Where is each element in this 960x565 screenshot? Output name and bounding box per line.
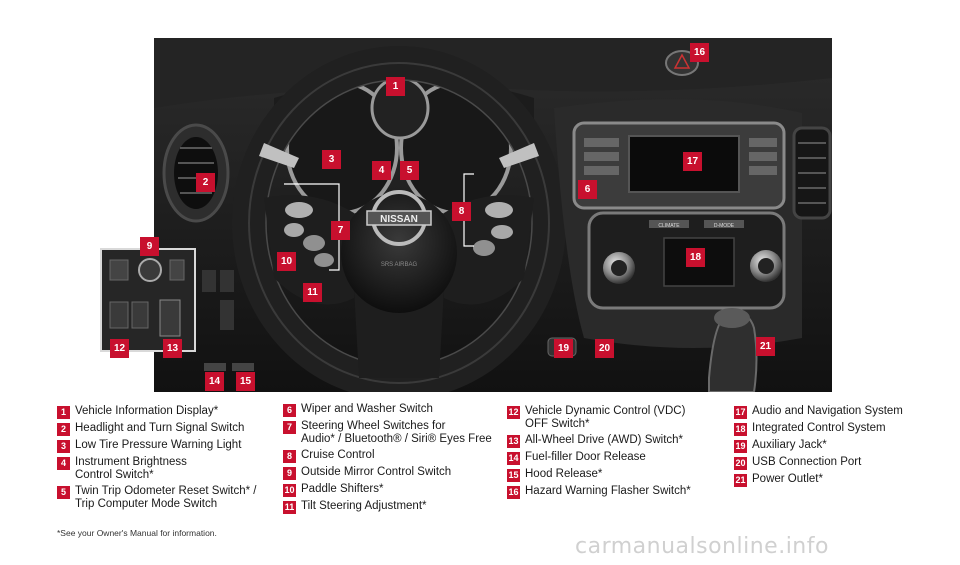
dashboard-photo: NISSAN SRS AIRBAG bbox=[154, 38, 832, 392]
legend-item: 9 Outside Mirror Control Switch bbox=[283, 466, 498, 480]
callout-8: 8 bbox=[452, 202, 471, 221]
legend-number: 3 bbox=[57, 440, 70, 453]
legend-text: Headlight and Turn Signal Switch bbox=[75, 422, 245, 434]
legend-item: 11 Tilt Steering Adjustment* bbox=[283, 500, 498, 514]
dmode-label: D-MODE bbox=[714, 223, 735, 229]
callout-12: 12 bbox=[110, 339, 129, 358]
legend-item: 7 Steering Wheel Switches for Audio* / Bl… bbox=[283, 420, 498, 446]
legend-item: 19 Auxiliary Jack* bbox=[734, 439, 934, 453]
legend-number: 17 bbox=[734, 406, 747, 419]
legend-text: Instrument Brightness Control Switch* bbox=[75, 456, 187, 481]
callout-19: 19 bbox=[554, 339, 573, 358]
legend-item: 3 Low Tire Pressure Warning Light bbox=[57, 439, 272, 453]
callout-18: 18 bbox=[686, 248, 705, 267]
legend-text: Hood Release* bbox=[525, 468, 603, 480]
legend-number: 18 bbox=[734, 423, 747, 436]
legend-text: Steering Wheel Switches for Audio* / Blu… bbox=[301, 420, 492, 445]
footnote: *See your Owner's Manual for information… bbox=[57, 528, 217, 538]
legend-number: 13 bbox=[507, 435, 520, 448]
callout-16: 16 bbox=[690, 43, 709, 62]
callout-21: 21 bbox=[756, 337, 775, 356]
legend-column-2: 6 Wiper and Washer Switch 7 Steering Wheel … bbox=[283, 403, 498, 517]
legend-text: Outside Mirror Control Switch bbox=[301, 466, 452, 478]
legend-text: Hazard Warning Flasher Switch* bbox=[525, 485, 691, 497]
callout-3: 3 bbox=[322, 150, 341, 169]
watermark: carmanualsonline.info bbox=[575, 534, 829, 559]
callout-6: 6 bbox=[578, 180, 597, 199]
legend-text: Auxiliary Jack* bbox=[752, 439, 827, 451]
legend-number: 10 bbox=[283, 484, 296, 497]
legend-item: 15 Hood Release* bbox=[507, 468, 707, 482]
legend-column-3: 12 Vehicle Dynamic Control (VDC) OFF Swit… bbox=[507, 405, 707, 502]
legend-item: 20 USB Connection Port bbox=[734, 456, 934, 470]
legend-text: Vehicle Information Display* bbox=[75, 405, 219, 417]
legend-item: 12 Vehicle Dynamic Control (VDC) OFF Swit… bbox=[507, 405, 707, 431]
legend-text: Wiper and Washer Switch bbox=[301, 403, 433, 415]
callout-13: 13 bbox=[163, 339, 182, 358]
legend-text: Fuel-filler Door Release bbox=[525, 451, 646, 463]
callout-4: 4 bbox=[372, 161, 391, 180]
callout-9: 9 bbox=[140, 237, 159, 256]
callout-7: 7 bbox=[331, 221, 350, 240]
legend-item: 21 Power Outlet* bbox=[734, 473, 934, 487]
legend-number: 4 bbox=[57, 457, 70, 470]
callout-1: 1 bbox=[386, 77, 405, 96]
legend-item: 2 Headlight and Turn Signal Switch bbox=[57, 422, 272, 436]
callout-17: 17 bbox=[683, 152, 702, 171]
legend-text: Low Tire Pressure Warning Light bbox=[75, 439, 242, 451]
legend-number: 8 bbox=[283, 450, 296, 463]
callout-20: 20 bbox=[595, 339, 614, 358]
switch-panel-inset bbox=[100, 248, 196, 352]
brand-emblem: NISSAN bbox=[380, 214, 418, 225]
legend-text: Twin Trip Odometer Reset Switch* / Trip … bbox=[75, 485, 257, 510]
legend-number: 7 bbox=[283, 421, 296, 434]
legend-number: 19 bbox=[734, 440, 747, 453]
callout-10: 10 bbox=[277, 252, 296, 271]
callout-14: 14 bbox=[205, 372, 224, 391]
legend-number: 5 bbox=[57, 486, 70, 499]
legend-item: 18 Integrated Control System bbox=[734, 422, 934, 436]
legend-number: 16 bbox=[507, 486, 520, 499]
legend-item: 16 Hazard Warning Flasher Switch* bbox=[507, 485, 707, 499]
dashboard-illustration: NISSAN SRS AIRBAG bbox=[154, 38, 832, 392]
legend-number: 11 bbox=[283, 501, 296, 514]
callout-11: 11 bbox=[303, 283, 322, 302]
legend-number: 15 bbox=[507, 469, 520, 482]
legend-text: Power Outlet* bbox=[752, 473, 823, 485]
legend-column-1: 1 Vehicle Information Display* 2 Headlight … bbox=[57, 405, 272, 514]
legend-item: 1 Vehicle Information Display* bbox=[57, 405, 272, 419]
inset-illustration bbox=[102, 250, 194, 350]
legend-number: 14 bbox=[507, 452, 520, 465]
legend-item: 5 Twin Trip Odometer Reset Switch* / Trip… bbox=[57, 485, 272, 511]
legend-item: 14 Fuel-filler Door Release bbox=[507, 451, 707, 465]
legend-item: 17 Audio and Navigation System bbox=[734, 405, 934, 419]
legend-item: 10 Paddle Shifters* bbox=[283, 483, 498, 497]
legend-item: 8 Cruise Control bbox=[283, 449, 498, 463]
legend-item: 13 All-Wheel Drive (AWD) Switch* bbox=[507, 434, 707, 448]
callout-5: 5 bbox=[400, 161, 419, 180]
legend-column-4: 17 Audio and Navigation System 18 Integrate… bbox=[734, 405, 934, 490]
legend-item: 4 Instrument Brightness Control Switch* bbox=[57, 456, 272, 482]
legend-text: Tilt Steering Adjustment* bbox=[301, 500, 427, 512]
legend-number: 9 bbox=[283, 467, 296, 480]
legend-number: 6 bbox=[283, 404, 296, 417]
legend-text: All-Wheel Drive (AWD) Switch* bbox=[525, 434, 684, 446]
legend-text: Integrated Control System bbox=[752, 422, 886, 434]
climate-label: CLIMATE bbox=[658, 223, 680, 229]
legend-text: Audio and Navigation System bbox=[752, 405, 903, 417]
airbag-label: SRS AIRBAG bbox=[381, 262, 418, 268]
legend-number: 12 bbox=[507, 406, 520, 419]
legend-text: USB Connection Port bbox=[752, 456, 862, 468]
legend-item: 6 Wiper and Washer Switch bbox=[283, 403, 498, 417]
legend-number: 21 bbox=[734, 474, 747, 487]
legend-number: 20 bbox=[734, 457, 747, 470]
legend-text: Cruise Control bbox=[301, 449, 375, 461]
callout-2: 2 bbox=[196, 173, 215, 192]
legend-number: 2 bbox=[57, 423, 70, 436]
legend-text: Vehicle Dynamic Control (VDC) OFF Switch… bbox=[525, 405, 686, 430]
legend-number: 1 bbox=[57, 406, 70, 419]
callout-15: 15 bbox=[236, 372, 255, 391]
legend-text: Paddle Shifters* bbox=[301, 483, 384, 495]
